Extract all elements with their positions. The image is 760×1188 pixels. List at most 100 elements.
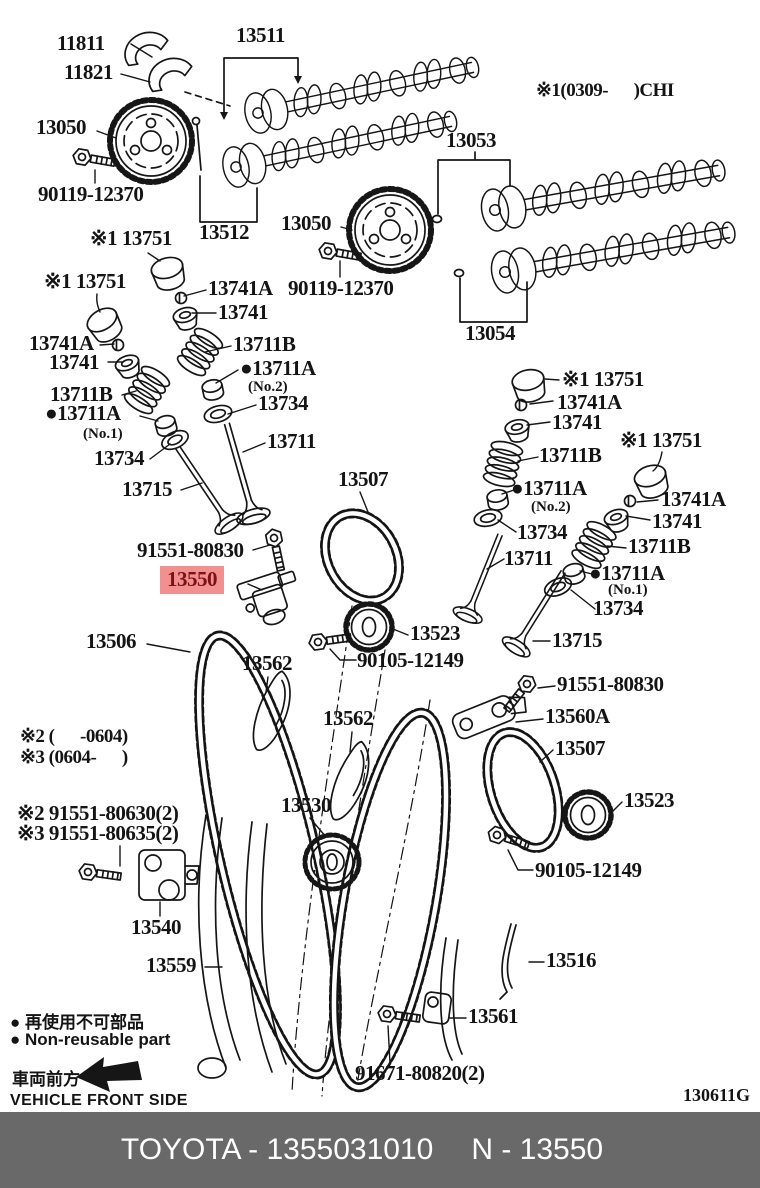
valve-13711-left (209, 418, 273, 529)
part-label-13734-c: 13734 (517, 520, 568, 544)
part-label-13741A-d: 13741A (661, 487, 726, 511)
applicability-note-3: ※3 (0604- ) (20, 747, 128, 768)
part-label-13711A-c: ●13711A (511, 476, 587, 500)
camshaft-exhaust-right (487, 209, 740, 296)
camshaft-intake-left (240, 45, 484, 137)
part-sublabel-no2-a: (No.2) (248, 379, 288, 395)
part-label-90105-12149-b: 90105-12149 (535, 858, 642, 882)
part-label-13711B-b: 13711B (50, 382, 113, 406)
part-label-13715-a: 13715 (122, 477, 173, 501)
part-label-13741-d: 13741 (652, 509, 703, 533)
part-label-90119-12370-a: 90119-12370 (38, 182, 144, 206)
valve-13715-left (163, 438, 247, 539)
timing-chain-13507-upper (320, 508, 404, 606)
part-label-13751-a: ※1 13751 (90, 226, 172, 250)
chain-guide-13561 (421, 937, 463, 1061)
part-label-13711A-d: ●13711A (589, 561, 665, 585)
part-label-13715-b: 13715 (552, 628, 603, 652)
part-sublabel-no1-a: (No.1) (83, 426, 123, 442)
chain-guide-13559 (197, 814, 287, 1079)
camshaft-exhaust-left (218, 99, 462, 191)
vvt-gear-13050-right (349, 189, 431, 271)
part-label-13050-b: 13050 (281, 211, 332, 235)
part-label-13530: 13530 (281, 793, 332, 817)
camshaft-intake-right (477, 147, 730, 234)
part-label-90119-12370-b: 90119-12370 (288, 276, 394, 300)
footer-part-ref: N - 13550 (471, 1133, 604, 1166)
part-label-13512: 13512 (199, 220, 250, 244)
vehicle-front-label-jp: 車両前方 (12, 1070, 80, 1089)
part-sublabel-no2-b: (No.2) (531, 499, 571, 515)
sprocket-13523-left (346, 604, 392, 650)
part-label-13050-a: 13050 (36, 115, 87, 139)
part-label-13507-b: 13507 (555, 736, 606, 760)
part-label-91671-80820: 91671-80820(2) (355, 1061, 485, 1085)
part-label-13711-a: 13711 (267, 429, 316, 453)
timing-chain-secondary (328, 707, 452, 1093)
vvt-gear-13050-left (110, 100, 192, 182)
part-label-13559: 13559 (146, 953, 197, 977)
bearing-shell-11821 (143, 52, 197, 94)
part-label-13711B-d: 13711B (628, 534, 691, 558)
part-label-13741-c: 13741 (552, 410, 603, 434)
timing-chain-13507-right (482, 727, 564, 853)
applicability-note-2: ※2 ( -0604) (20, 726, 128, 747)
part-label-13540: 13540 (131, 915, 182, 939)
idler-sprocket-13530 (302, 832, 362, 892)
part-label-13516: 13516 (546, 948, 597, 972)
part-label-13561: 13561 (468, 1004, 519, 1028)
part-label-13523-a: 13523 (410, 621, 461, 645)
part-label-13550-highlighted: 13550 (160, 566, 224, 594)
part-label-11821: 11821 (64, 60, 113, 84)
part-label-13734-d: 13734 (593, 596, 644, 620)
oil-jet-13550 (236, 570, 297, 626)
part-label-13562-a: 13562 (242, 651, 293, 675)
applicability-note-1: ※1(0309- )CHI (536, 80, 674, 101)
valve-13711-right (450, 528, 515, 628)
part-label-13562-b: 13562 (323, 706, 374, 730)
part-label-13741-b: 13741 (49, 350, 100, 374)
part-label-13506: 13506 (86, 629, 137, 653)
part-label-11811: 11811 (57, 31, 105, 55)
diagram-artwork (70, 26, 740, 1097)
part-label-91551-80635: ※3 91551-80635(2) (17, 821, 179, 845)
part-label-91551-80630: ※2 91551-80630(2) (17, 801, 179, 825)
part-label-13053: 13053 (446, 128, 497, 152)
part-label-13751-b: ※1 13751 (44, 269, 126, 293)
footer-bar: TOYOTA - 1355031010 N - 13550 (0, 1112, 760, 1188)
part-label-13511: 13511 (236, 23, 285, 47)
part-label-13054: 13054 (465, 321, 516, 345)
part-label-13711B-c: 13711B (539, 443, 602, 467)
part-label-13711B-a: 13711B (233, 332, 296, 356)
part-label-13507-a: 13507 (338, 467, 389, 491)
diagram-code: 130611G (683, 1085, 751, 1105)
part-label-13734-b: 13734 (94, 446, 145, 470)
legend-non-reusable-en: ● Non-reusable part (10, 1030, 171, 1049)
part-label-13741A-b: 13741A (29, 331, 94, 355)
part-sublabel-no1-b: (No.1) (608, 582, 648, 598)
chain-tensioner-13540 (138, 849, 200, 901)
part-label-91551-80830-a: 91551-80830 (137, 538, 244, 562)
bolt-91551-806xx (77, 862, 123, 885)
part-label-13523-b: 13523 (624, 788, 675, 812)
part-label-13711-b: 13711 (504, 546, 553, 570)
part-label-13741-a: 13741 (218, 300, 269, 324)
footer-part-number: TOYOTA - 1355031010 (120, 1133, 434, 1166)
sprocket-13523-right (565, 792, 611, 838)
part-label-13560A: 13560A (545, 704, 610, 728)
timing-chain-13506-main (194, 630, 342, 1080)
part-label-13741A-c: 13741A (557, 390, 622, 414)
vehicle-front-label-en: VEHICLE FRONT SIDE (10, 1092, 188, 1109)
part-label-13734-a: 13734 (258, 391, 309, 415)
part-label-91551-80830-b: 91551-80830 (557, 672, 664, 696)
bolt-91551-80830-left (263, 526, 290, 573)
part-label-90105-12149-a: 90105-12149 (357, 648, 464, 672)
part-label-13741A-a: 13741A (208, 276, 273, 300)
part-label-13751-c: ※1 13751 (562, 367, 644, 391)
legend-non-reusable-jp: ● 再使用不可部品 (10, 1013, 144, 1032)
oil-pipe-13516 (499, 923, 517, 1000)
part-label-13711A-a: ●13711A (240, 356, 316, 380)
part-label-13751-d: ※1 13751 (620, 428, 702, 452)
tensioner-arm-13560A (451, 695, 527, 740)
